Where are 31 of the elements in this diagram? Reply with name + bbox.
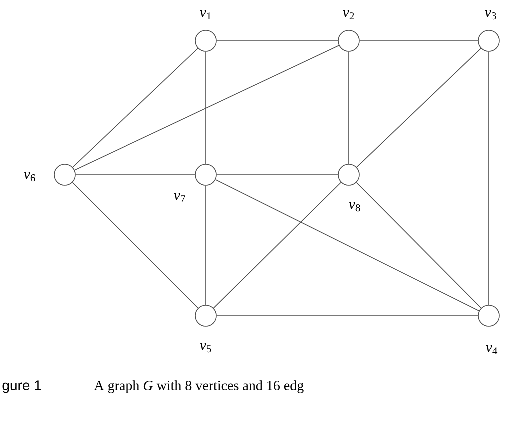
vertex-label: v$_{2}$ — [343, 10, 354, 20]
vertex-circle — [478, 30, 500, 52]
edge-line — [360, 40, 478, 42]
edge-line — [348, 52, 350, 164]
edge-line — [216, 40, 338, 42]
vertex-circle — [195, 305, 217, 327]
caption: A graph G with 8 vertices and 16 edg — [94, 380, 304, 394]
edge-line — [215, 179, 480, 312]
vertex-circle — [338, 164, 360, 186]
vertex-circle — [195, 164, 217, 186]
edge-line — [72, 48, 198, 168]
vertex-circle — [478, 305, 500, 327]
edge-line — [72, 182, 199, 309]
vertex-circle — [54, 164, 76, 186]
edge-line — [76, 174, 196, 176]
figure-number: gure 1 — [2, 380, 42, 394]
edge-line — [213, 182, 342, 309]
edge-line — [216, 174, 338, 176]
vertex-label: v$_{4}$ — [486, 345, 498, 355]
vertex-label: v$_{7}$ — [174, 193, 186, 203]
vertex-label: v$_{3}$ — [485, 10, 496, 20]
vertex-label: v$_{1}$ — [200, 10, 212, 20]
vertex-label: v$_{8}$ — [349, 202, 360, 212]
vertex-label: v$_{5}$ — [200, 343, 212, 353]
edge-line — [356, 182, 482, 309]
vertex-circle — [195, 30, 217, 52]
edge-line — [488, 52, 490, 306]
vertex-label: v$_{6}$ — [24, 172, 36, 182]
vertex-circle — [338, 30, 360, 52]
edge-line — [356, 48, 482, 168]
edge-line — [74, 45, 340, 171]
